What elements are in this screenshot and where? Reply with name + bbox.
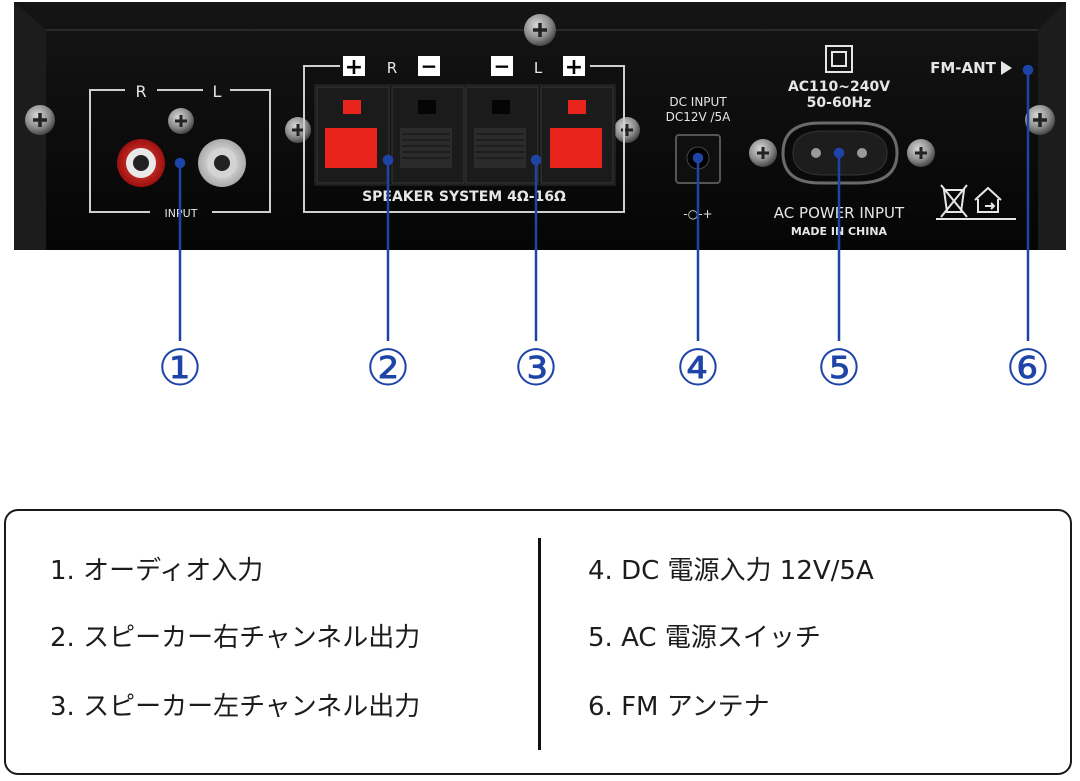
callout-1: ① [158,339,203,397]
callout-4: ④ [676,339,721,397]
polarity-badge [418,56,440,76]
legend-item-5: 5. AC 電源スイッチ [588,623,821,653]
audio-input-group: R L INPUT [89,82,271,220]
callout-dot-3 [530,154,542,166]
callout-2: ② [366,339,411,397]
legend-item-6: 6. FM アンテナ [588,692,770,722]
screw-icon [25,105,55,135]
double-insulation-icon-inner [831,51,847,67]
input-group-frame [89,89,271,213]
speaker-title: SPEAKER SYSTEM 4Ω-16Ω [362,189,566,205]
speaker-label-l: L [534,59,543,77]
weee-bin-icon [940,184,968,218]
callout-3: ③ [514,339,559,397]
ac-rating-line1: AC110~240V [788,79,890,95]
ac-pin [811,148,821,158]
callout-dot-2 [382,154,394,166]
rca-jack-white [198,139,246,187]
legend-divider [538,538,541,750]
callout-dot-4 [692,152,704,164]
screw-icon [524,14,556,46]
screw-icon [1025,105,1055,135]
callout-6: ⑥ [1006,339,1051,397]
screw-icon [614,117,640,143]
speaker-terminal-r-minus [391,86,465,184]
callout-5: ⑤ [817,339,862,397]
screw-icon [749,139,777,167]
speaker-terminal-l-minus [465,86,539,184]
callout-lines [174,64,1034,341]
input-label-l: L [213,82,222,101]
speaker-minus-l: − [494,54,511,78]
screw-icon [285,117,311,143]
callout-dot-1 [174,157,186,169]
speaker-terminal-r-plus [316,86,390,184]
speaker-minus-r: − [421,54,438,78]
input-label-r: R [135,82,146,101]
fm-ant-label: FM-ANT [930,59,997,77]
rca-jack-red [117,139,165,187]
speaker-terminal-l-plus [540,86,614,184]
callout-dot-5 [833,147,845,159]
legend-item-2: 2. スピーカー右チャンネル出力 [50,623,421,653]
screw-icon [907,139,935,167]
dc-input-line1: DC INPUT [669,95,727,109]
polarity-badge [563,56,585,76]
speaker-plus-r: + [345,55,363,80]
dc-input-line2: DC12V /5A [666,110,732,124]
speaker-plus-l: + [565,55,583,80]
screw-icon [168,108,194,134]
double-insulation-icon [825,45,853,73]
legend-item-4: 4. DC 電源入力 12V/5A [588,556,874,586]
callout-numbers: ① ② ③ ④ ⑤ ⑥ [158,339,1051,397]
speaker-label-r: R [387,59,397,77]
ac-pin [857,148,867,158]
legend-item-1: 1. オーディオ入力 [50,556,264,586]
callout-dot-6 [1022,64,1034,76]
triangle-right-icon [1001,61,1012,75]
indoor-use-icon [974,186,1002,213]
speaker-group-frame [303,65,625,213]
legend-item-3: 3. スピーカー左チャンネル出力 [50,692,421,722]
speaker-output-group: + − − + R L SPEAKER SYSTEM 4Ω-16Ω [303,54,625,213]
ac-rating-line2: 50-60Hz [807,95,872,111]
polarity-badge [491,56,513,76]
polarity-badge [343,56,365,76]
